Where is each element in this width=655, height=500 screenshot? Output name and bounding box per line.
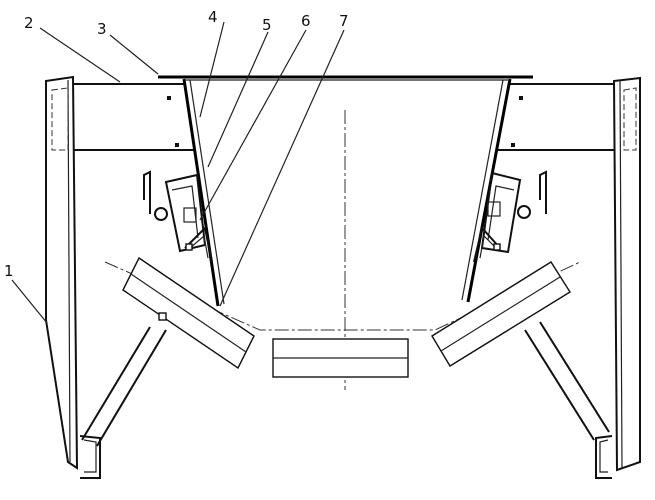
left-side-plate [45,75,79,470]
hopper-walls [182,78,512,307]
callout-2: 2 [24,14,34,32]
right-adjuster [473,170,547,263]
leader-lines [11,21,345,324]
callout-7: 7 [339,12,349,30]
right-cross-beam [496,83,614,151]
top-plate [158,75,533,81]
callout-3: 3 [97,20,107,38]
callouts: 1 2 3 4 5 6 7 [4,8,349,280]
callout-5: 5 [262,16,272,34]
left-adjuster [143,170,213,263]
center-roller [272,338,409,378]
left-wing-roller [122,256,255,370]
right-side-plate [612,76,641,472]
left-support-leg [79,312,167,479]
right-support-leg [524,321,613,479]
callout-6: 6 [301,12,311,30]
right-wing-roller [431,261,571,367]
left-cross-beam [73,83,196,151]
callout-1: 1 [4,262,14,280]
callout-4: 4 [208,8,218,26]
